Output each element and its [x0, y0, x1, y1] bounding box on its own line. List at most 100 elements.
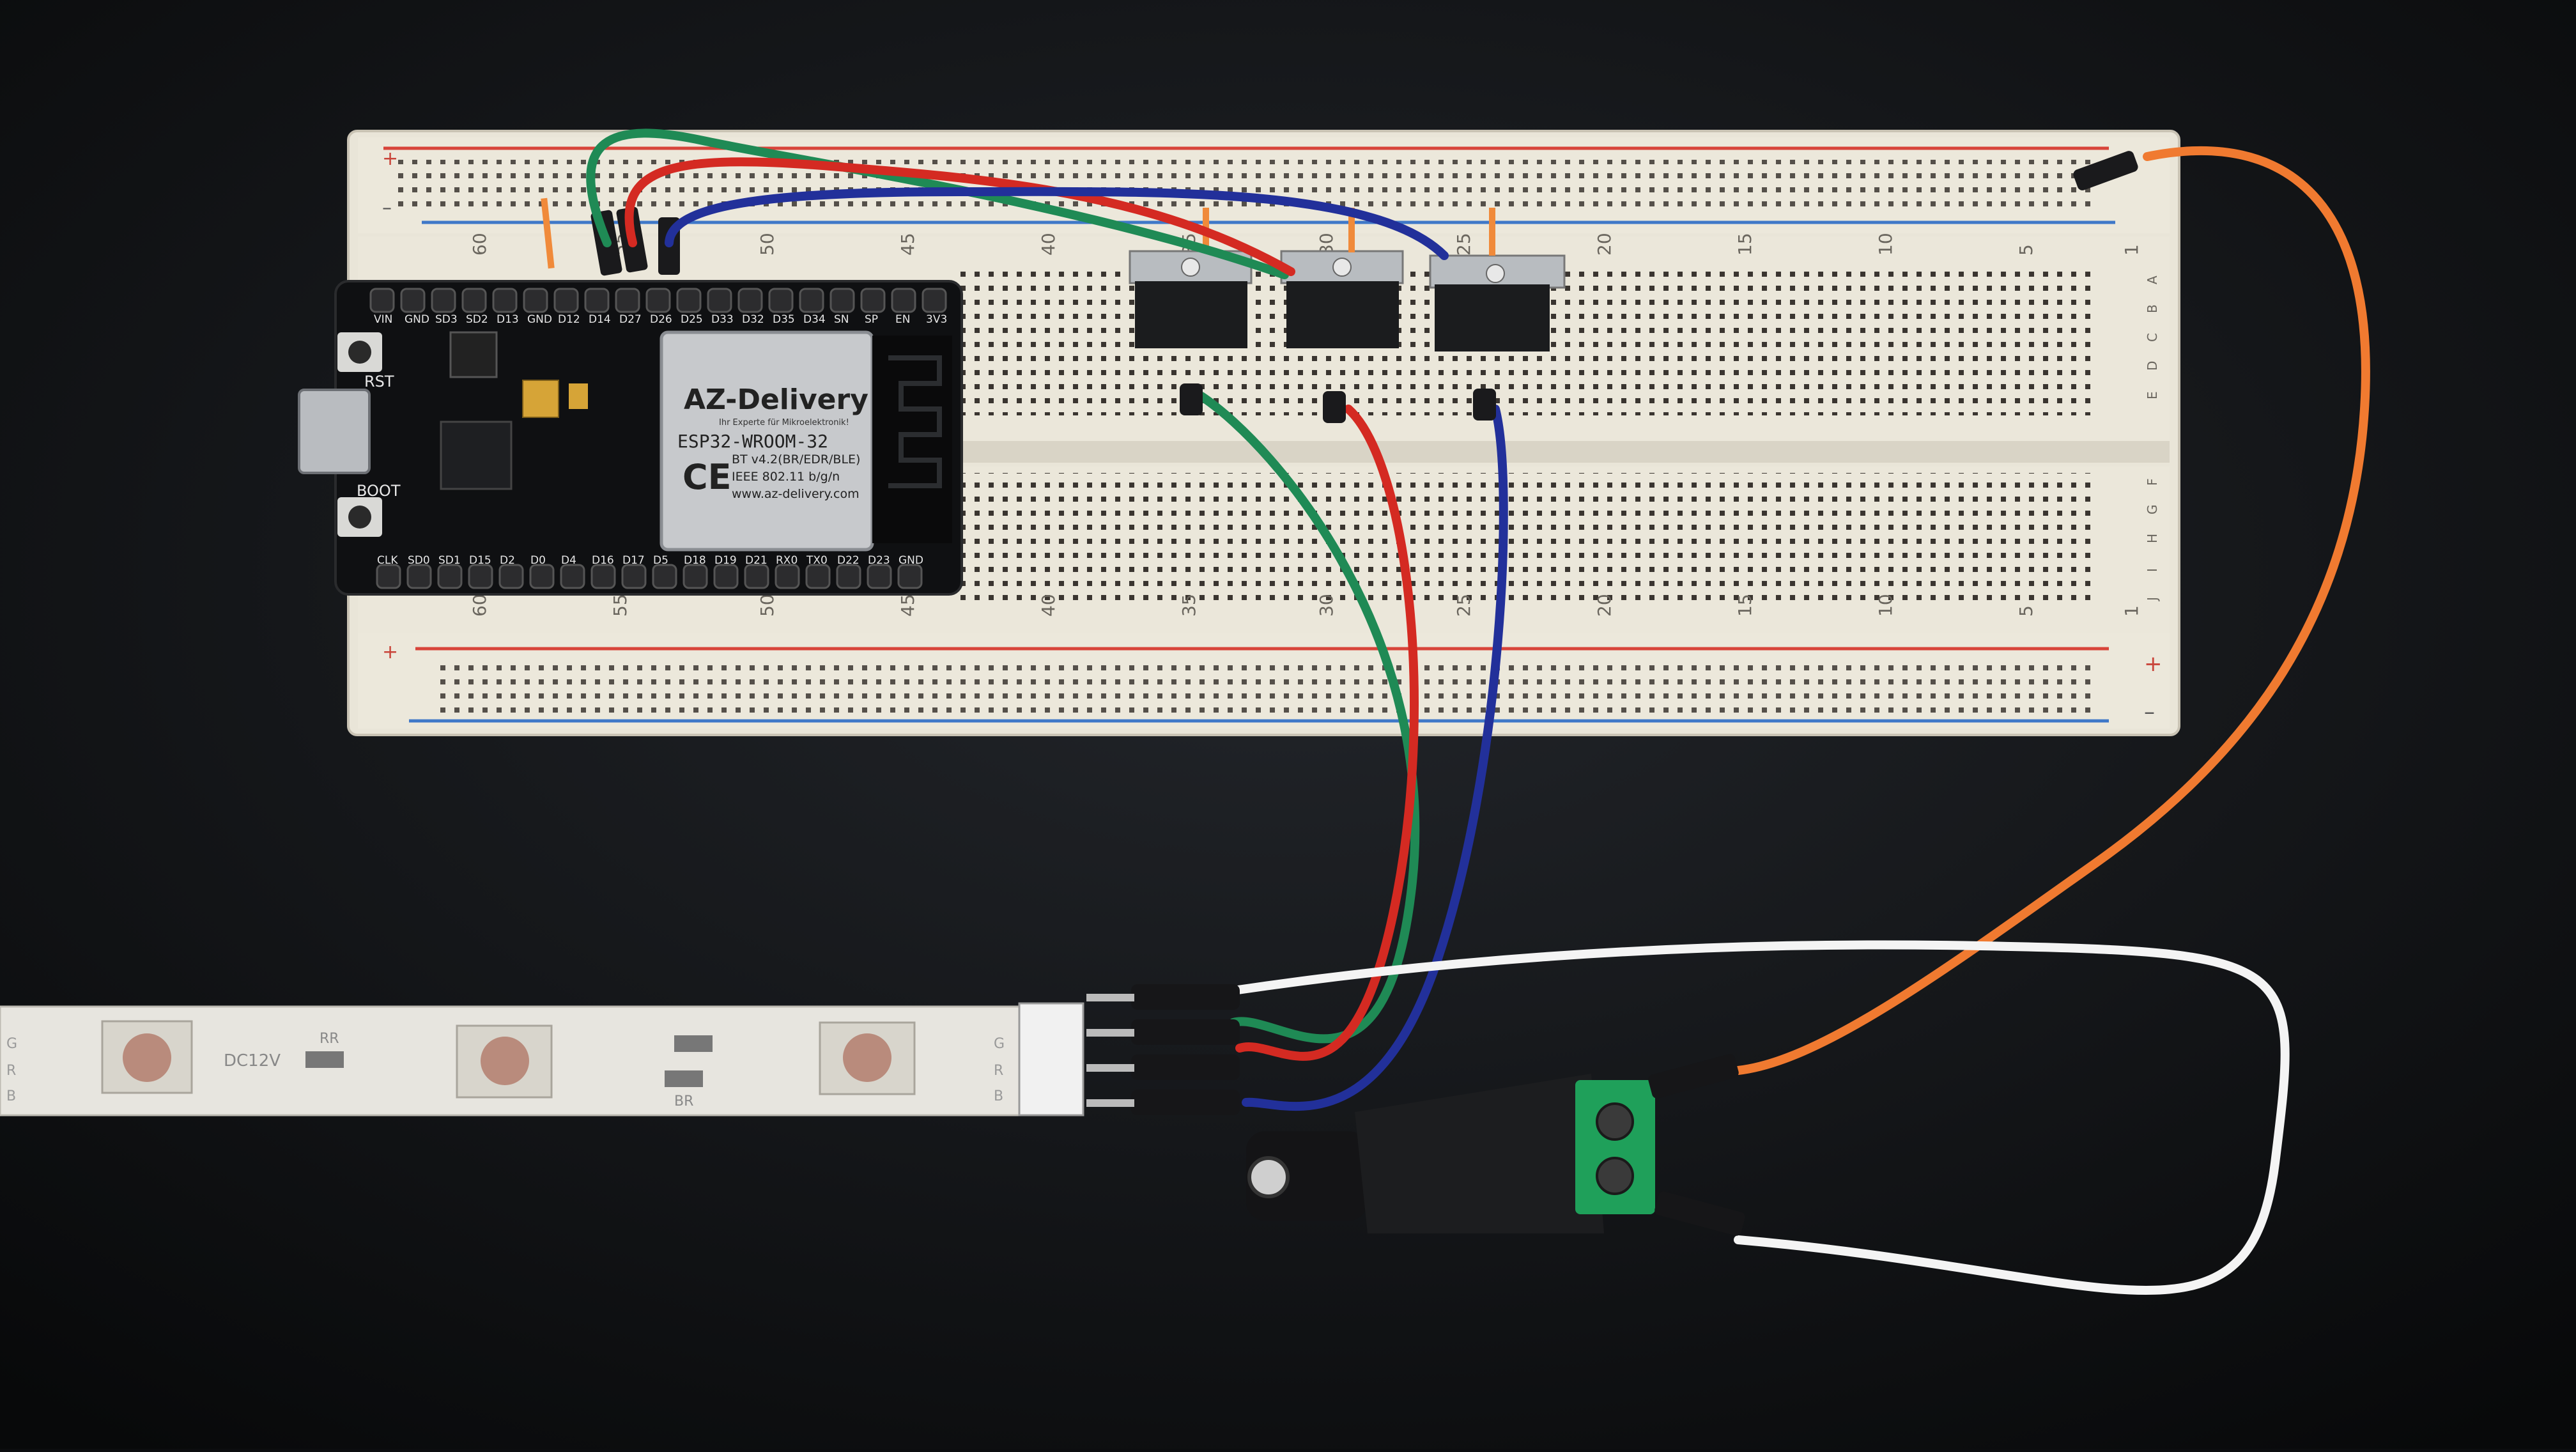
header-pin-bottom	[836, 564, 861, 589]
column-number-top: 10	[1875, 233, 1896, 256]
column-number-top: 60	[469, 233, 490, 256]
pin-label-top: D26	[650, 313, 672, 326]
rail-minus-top: –	[382, 197, 392, 219]
header-pin-bottom	[683, 564, 708, 589]
strip-pad-b-right: B	[994, 1088, 1003, 1104]
header-pin-bottom	[897, 564, 923, 589]
column-number-top: 25	[1453, 233, 1474, 256]
pin-label-top: D25	[681, 313, 703, 326]
header-pin-bottom	[744, 564, 769, 589]
header-pin-top	[645, 288, 671, 313]
pin-label-top: SP	[865, 313, 878, 326]
header-pin-bottom	[621, 564, 647, 589]
wire-green-top	[586, 128, 1289, 279]
pin-label-bottom: TX0	[806, 554, 828, 567]
column-number-bottom: 45	[897, 594, 918, 617]
column-number-bottom: 30	[1316, 594, 1337, 617]
pin-label-top: 3V3	[926, 313, 947, 326]
header-pin-top	[492, 288, 518, 313]
jumper-plugs-strip	[1086, 984, 1240, 1115]
header-pin-bottom	[529, 564, 555, 589]
header-pin-bottom	[560, 564, 585, 589]
screw-terminal[interactable]	[1575, 1080, 1655, 1214]
pin-label-bottom: D19	[714, 554, 737, 567]
column-number-bottom: 20	[1594, 594, 1615, 617]
spec-url: www.az-delivery.com	[732, 487, 860, 501]
header-pin-top	[584, 288, 610, 313]
mosfet-1	[1129, 208, 1253, 348]
header-pin-bottom	[775, 564, 800, 589]
wire-red-top	[624, 157, 1295, 276]
header-pin-bottom	[468, 564, 493, 589]
column-number-bottom: 55	[610, 594, 631, 617]
header-pin-bottom	[805, 564, 831, 589]
pin-label-bottom: CLK	[377, 554, 398, 567]
header-pin-top	[615, 288, 640, 313]
column-number-top: 45	[897, 233, 918, 256]
ce-mark: CE	[683, 457, 732, 497]
column-number-bottom: 35	[1178, 594, 1199, 617]
pin-label-top: D35	[773, 313, 795, 326]
pin-label-top: SD2	[466, 313, 488, 326]
rail-plus-bottom: +	[2144, 651, 2163, 677]
pin-label-top: D12	[558, 313, 580, 326]
resistor-rr-label: RR	[320, 1031, 339, 1047]
brand-text: AZ-Delivery	[684, 383, 868, 416]
pin-label-bottom: SD0	[408, 554, 430, 567]
header-pin-top	[737, 288, 763, 313]
header-pin-top	[523, 288, 548, 313]
esp32-board: RST BOOT AZ-Delivery Ihr Experte für Mik…	[298, 280, 963, 596]
pin-label-top: GND	[527, 313, 552, 326]
header-pin-bottom	[590, 564, 616, 589]
header-pin-top	[431, 288, 456, 313]
resistor-br-label: BR	[674, 1093, 693, 1109]
strip-pad-g-left: G	[6, 1036, 17, 1052]
pin-label-bottom: RX0	[776, 554, 798, 567]
header-pin-top	[829, 288, 855, 313]
strip-pad-r-right: R	[994, 1063, 1003, 1079]
row-letter-bottom: F	[2145, 478, 2160, 486]
pin-label-top: SN	[834, 313, 849, 326]
header-pin-top	[922, 288, 947, 313]
column-number-bottom: 40	[1038, 594, 1059, 617]
pin-label-bottom: D23	[868, 554, 890, 567]
pin-label-bottom: SD1	[438, 554, 461, 567]
header-pin-bottom	[406, 564, 432, 589]
column-number-bottom: 15	[1734, 594, 1755, 617]
header-pin-top	[799, 288, 824, 313]
header-pin-top	[369, 288, 395, 313]
terminal-screw-2[interactable]	[1596, 1157, 1634, 1195]
resistor-br	[665, 1070, 703, 1087]
pin-label-bottom: D16	[592, 554, 614, 567]
dc-jack-adapter	[1246, 1054, 1745, 1236]
column-number-top: 20	[1594, 233, 1615, 256]
rail-plus-top: +	[382, 148, 398, 170]
rail-plus-bottom-left: +	[382, 641, 398, 663]
header-pin-bottom	[376, 564, 401, 589]
pin-label-top: D33	[711, 313, 734, 326]
header-pin-top	[768, 288, 794, 313]
strip-pad-b-left: B	[6, 1088, 16, 1104]
pin-label-top: GND	[405, 313, 429, 326]
rst-label: RST	[364, 373, 394, 390]
wire-green-strip	[1197, 392, 1420, 1044]
pin-label-top: D27	[619, 313, 642, 326]
row-letter-top: C	[2145, 333, 2160, 342]
column-number-top: 1	[2121, 244, 2142, 256]
wire-orange	[1734, 146, 2370, 1075]
resistor-rr	[305, 1051, 344, 1068]
pin-label-bottom: D22	[837, 554, 860, 567]
pin-label-bottom: D0	[530, 554, 546, 567]
row-letter-top: B	[2145, 304, 2160, 313]
column-number-bottom: 5	[2016, 605, 2037, 617]
header-pin-top	[553, 288, 579, 313]
column-number-top: 5	[2016, 244, 2037, 256]
module-name: ESP32-WROOM-32	[677, 431, 828, 452]
rail-minus-bottom: –	[2144, 699, 2155, 725]
dc-jack-body	[1355, 1074, 1604, 1233]
usb-connector	[298, 389, 371, 474]
terminal-screw-1[interactable]	[1596, 1102, 1634, 1141]
